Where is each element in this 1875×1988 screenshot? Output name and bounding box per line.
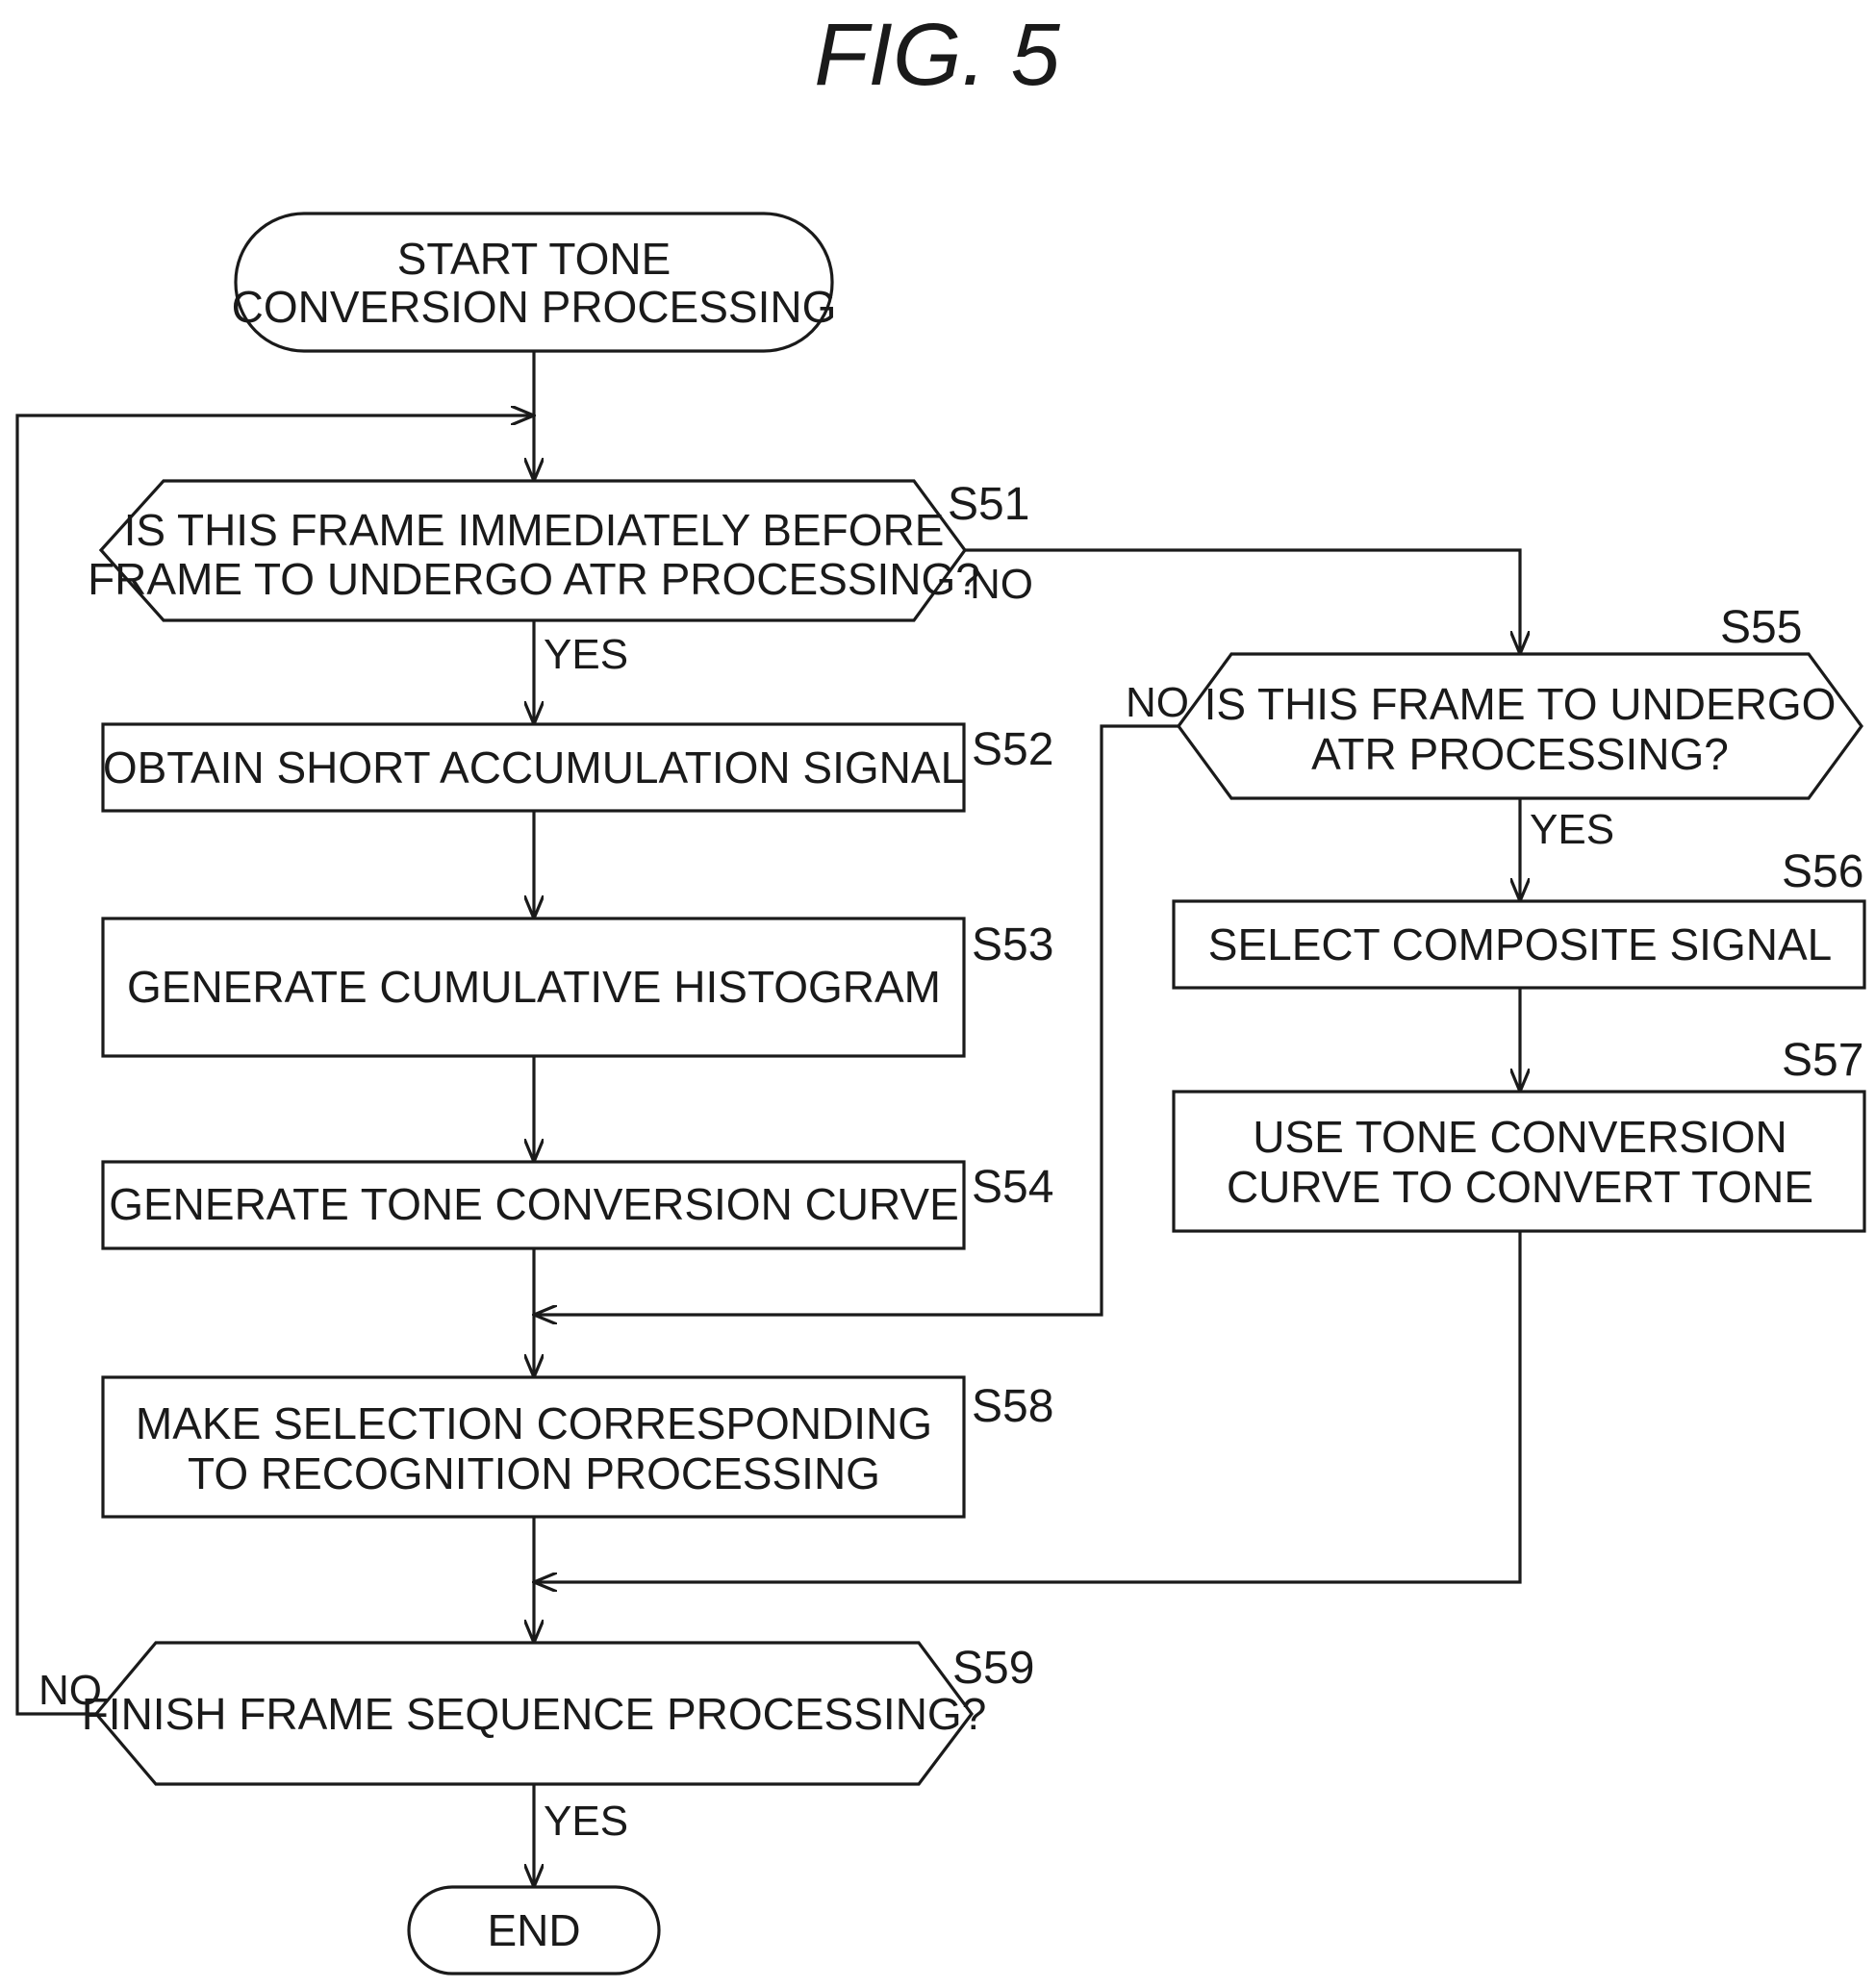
s52-text: OBTAIN SHORT ACCUMULATION SIGNAL [103, 742, 965, 793]
s58-text-line2: TO RECOGNITION PROCESSING [188, 1448, 880, 1498]
s58-text-line1: MAKE SELECTION CORRESPONDING [136, 1398, 932, 1448]
end-label: END [487, 1905, 580, 1955]
s59-text: FINISH FRAME SEQUENCE PROCESSING? [82, 1689, 987, 1739]
s51-text-line2: FRAME TO UNDERGO ATR PROCESSING? [88, 554, 980, 604]
step-label-s54: S54 [972, 1162, 1053, 1213]
s55-text-line2: ATR PROCESSING? [1311, 729, 1729, 779]
branch-label-s59-yes: YES [544, 1798, 628, 1845]
step-label-s58: S58 [972, 1381, 1053, 1432]
s56-text: SELECT COMPOSITE SIGNAL [1208, 919, 1832, 969]
figure-title: FIG. 5 [814, 6, 1060, 104]
step-label-s55: S55 [1720, 602, 1802, 653]
s57-text-line1: USE TONE CONVERSION [1253, 1112, 1787, 1162]
branch-label-s55-yes: YES [1530, 806, 1614, 853]
start-label-line1: START TONE [397, 234, 671, 284]
step-label-s56: S56 [1782, 846, 1863, 897]
step-label-s51: S51 [948, 479, 1029, 530]
step-label-s53: S53 [972, 919, 1053, 970]
branch-label-s55-no: NO [1126, 679, 1189, 726]
step-label-s57: S57 [1782, 1035, 1863, 1086]
step-label-s59: S59 [952, 1643, 1034, 1694]
s51-text-line1: IS THIS FRAME IMMEDIATELY BEFORE [124, 505, 945, 555]
branch-label-s59-no: NO [38, 1667, 102, 1714]
start-label-line2: CONVERSION PROCESSING [232, 282, 837, 332]
step-label-s52: S52 [972, 724, 1053, 775]
branch-label-s51-no: NO [970, 561, 1033, 608]
arrow-s51-no-to-s55 [965, 550, 1520, 654]
s54-text: GENERATE TONE CONVERSION CURVE [109, 1179, 959, 1229]
branch-label-s51-yes: YES [544, 631, 628, 678]
s53-text: GENERATE CUMULATIVE HISTOGRAM [127, 962, 941, 1012]
s57-text-line2: CURVE TO CONVERT TONE [1227, 1162, 1813, 1212]
s55-text-line1: IS THIS FRAME TO UNDERGO [1204, 679, 1837, 729]
